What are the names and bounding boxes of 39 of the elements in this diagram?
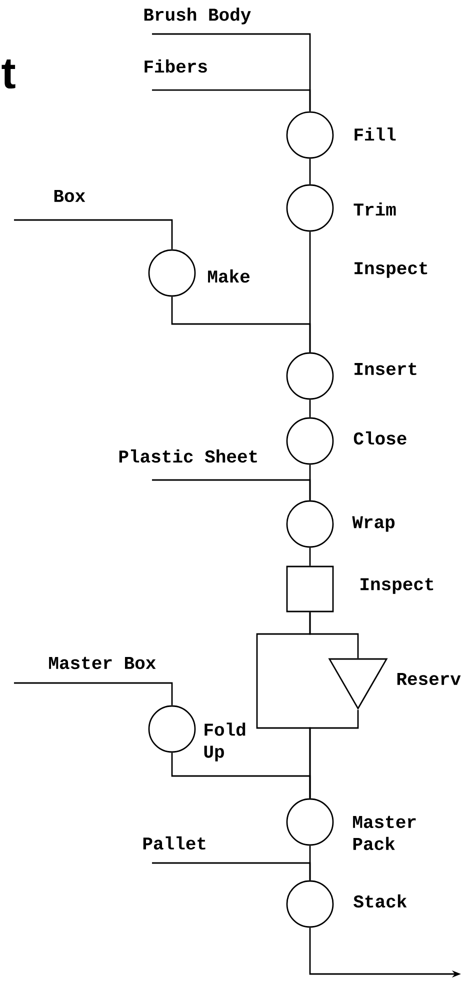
- material-label: Fibers: [142, 58, 209, 74]
- flow-line: [171, 752, 311, 798]
- step-label: Fold Up: [204, 722, 246, 762]
- step-label: Fill: [354, 127, 396, 141]
- operation-circle: [286, 880, 334, 928]
- material-label: Master Box: [47, 656, 158, 670]
- flow-line: [152, 862, 311, 880]
- step-label: Inspect: [354, 262, 428, 278]
- operation-circle: [148, 249, 196, 297]
- step-label: Insert: [354, 362, 416, 376]
- operation-circle: [148, 705, 196, 753]
- operation-circle: [286, 798, 334, 846]
- flow-line: [309, 400, 311, 418]
- inspection-box: [286, 566, 334, 612]
- step-label: Make: [208, 269, 250, 283]
- step-label: Trim: [354, 202, 396, 216]
- step-label: Inspect: [360, 578, 434, 594]
- title: t: [2, 59, 16, 89]
- material-label: Box: [52, 189, 87, 204]
- operation-circle: [286, 352, 334, 400]
- step-label: Wrap: [352, 516, 395, 532]
- operation-circle: [286, 500, 334, 548]
- material-label: Plastic Sheet: [117, 448, 260, 464]
- flow-line: [171, 296, 311, 352]
- flow-line: [152, 89, 311, 112]
- step-label: Stack: [354, 894, 407, 908]
- material-label: Brush Body: [142, 6, 252, 26]
- flow-line: [152, 479, 311, 500]
- flow-line: [14, 682, 173, 706]
- flow-line: [309, 548, 311, 566]
- operation-circle: [286, 184, 334, 232]
- flow-line: [14, 219, 173, 250]
- flow-line: [309, 158, 311, 184]
- step-label: Master Pack: [353, 816, 416, 850]
- step-label: Close: [354, 431, 406, 445]
- material-label: Pallet: [141, 835, 208, 851]
- operation-circle: [286, 417, 334, 465]
- step-label: Reserv: [397, 673, 461, 686]
- operation-circle: [286, 111, 334, 159]
